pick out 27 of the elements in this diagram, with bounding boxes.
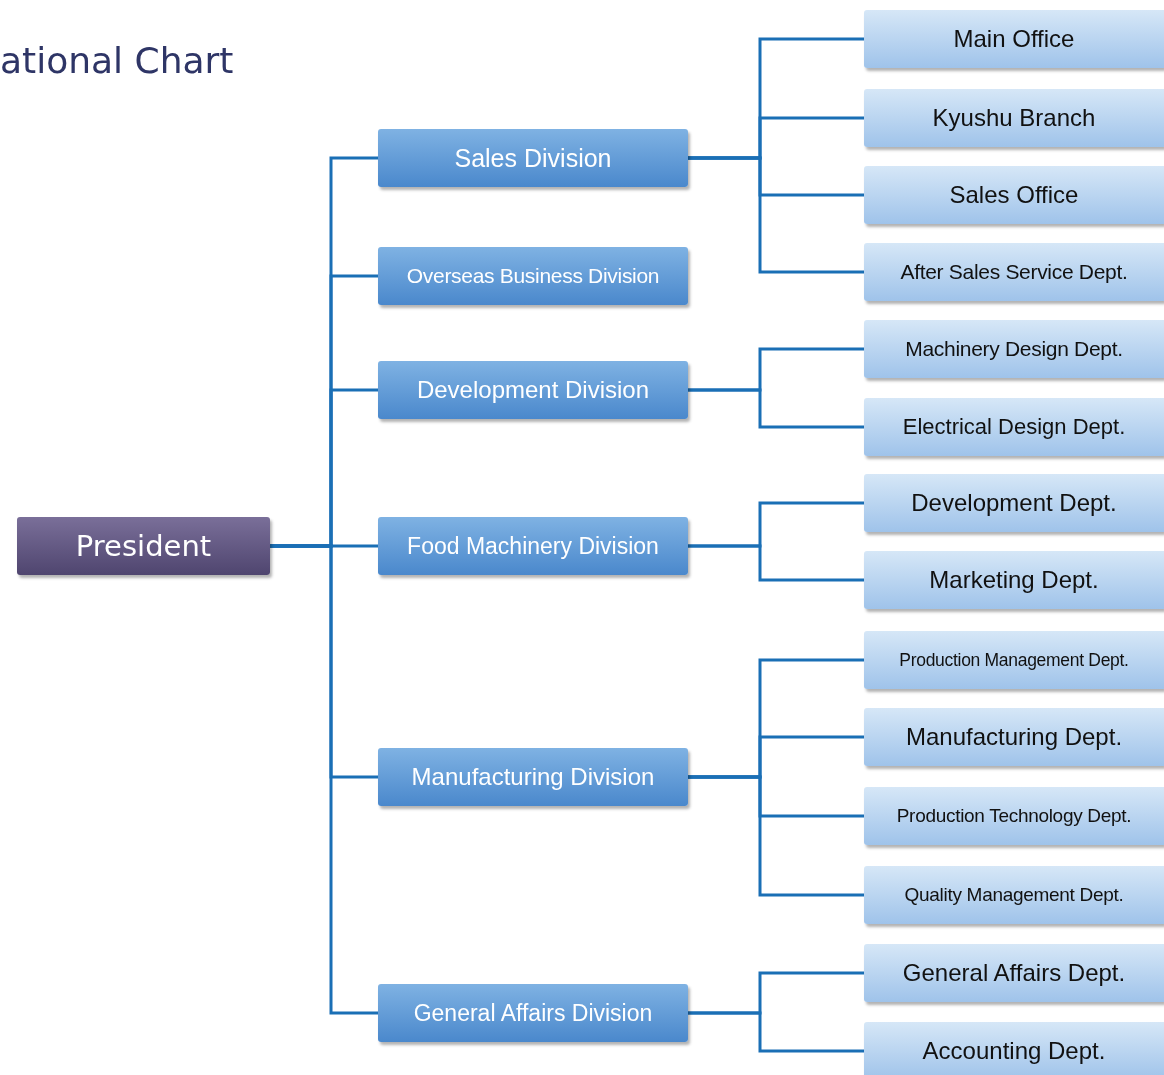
- department-box: Kyushu Branch: [864, 89, 1164, 147]
- department-box: Development Dept.: [864, 474, 1164, 532]
- connector-line: [688, 156, 864, 274]
- department-box: Main Office: [864, 10, 1164, 68]
- department-box: Production Technology Dept.: [864, 787, 1164, 845]
- connector-line: [688, 775, 864, 897]
- president-box: President: [17, 517, 270, 575]
- connector-line: [688, 388, 864, 429]
- department-box: After Sales Service Dept.: [864, 243, 1164, 301]
- department-box: Machinery Design Dept.: [864, 320, 1164, 378]
- division-box: Food Machinery Division: [378, 517, 688, 575]
- department-box: Accounting Dept.: [864, 1022, 1164, 1075]
- department-box: Quality Management Dept.: [864, 866, 1164, 924]
- division-box: Manufacturing Division: [378, 748, 688, 806]
- division-box: General Affairs Division: [378, 984, 688, 1042]
- connector-line: [688, 544, 864, 582]
- department-box: Sales Office: [864, 166, 1164, 224]
- department-box: Manufacturing Dept.: [864, 708, 1164, 766]
- department-box: General Affairs Dept.: [864, 944, 1164, 1002]
- division-box: Sales Division: [378, 129, 688, 187]
- division-box: Overseas Business Division: [378, 247, 688, 305]
- connector-line: [688, 1011, 864, 1053]
- division-box: Development Division: [378, 361, 688, 419]
- department-box: Marketing Dept.: [864, 551, 1164, 609]
- department-box: Electrical Design Dept.: [864, 398, 1164, 456]
- department-box: Production Management Dept.: [864, 631, 1164, 689]
- chart-title: ational Chart: [0, 40, 234, 81]
